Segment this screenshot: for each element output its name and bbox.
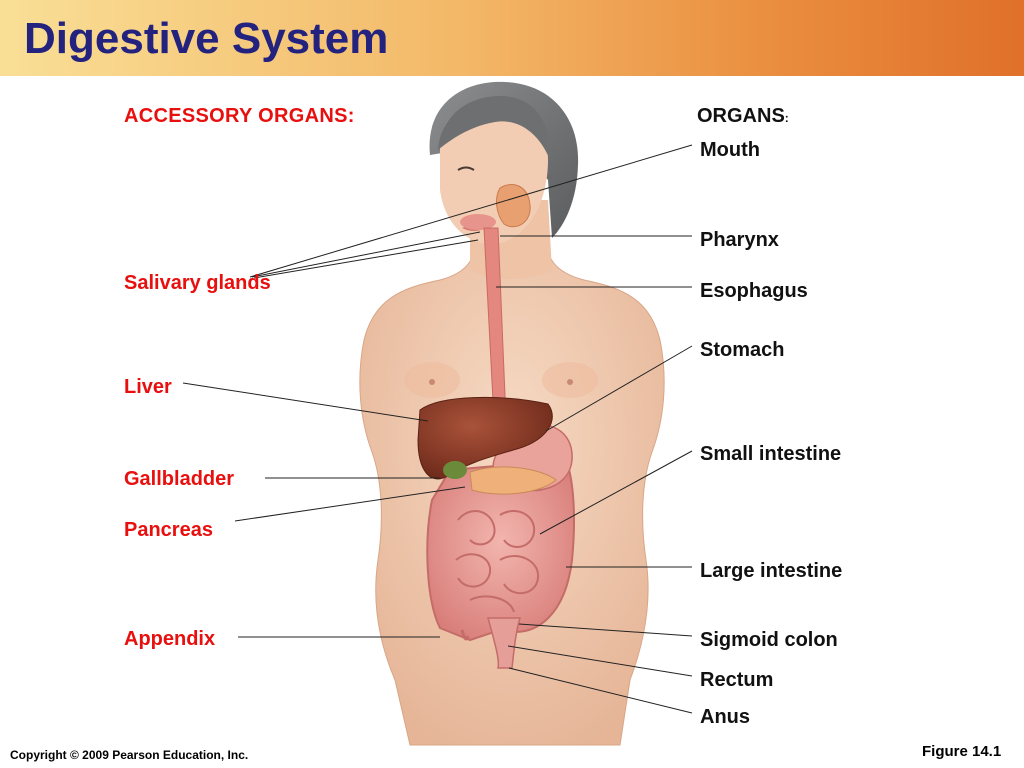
gallbladder: [443, 461, 467, 479]
organs-heading: ORGANS:: [697, 104, 789, 130]
label-esophagus: Esophagus: [700, 280, 808, 302]
organs-heading-colon: :: [784, 111, 789, 125]
salivary-gland: [496, 184, 531, 228]
large-intestine: [426, 458, 575, 642]
label-rectum: Rectum: [700, 669, 774, 691]
copyright-text: Copyright © 2009 Pearson Education, Inc.: [10, 748, 249, 762]
slide-title: Digestive System: [24, 14, 389, 63]
appendix: [460, 629, 470, 641]
label-stomach: Stomach: [700, 339, 785, 361]
accessory-leader-lines: [182, 144, 693, 638]
title-bar: [0, 0, 1024, 76]
label-appendix: Appendix: [124, 628, 216, 650]
eye: [457, 166, 475, 171]
figure-number: Figure 14.1: [922, 743, 1002, 760]
hair-fringe: [438, 96, 551, 160]
label-liver: Liver: [124, 376, 172, 398]
label-pharynx: Pharynx: [700, 229, 779, 251]
organ-leader-lines: [496, 235, 693, 714]
organs-heading-text: ORGANS: [697, 105, 785, 127]
label-large-intestine: Large intestine: [700, 560, 843, 582]
tongue: [460, 214, 496, 230]
label-pancreas: Pancreas: [124, 519, 213, 541]
sigmoid-rectum: [487, 617, 522, 669]
label-sigmoid-colon: Sigmoid colon: [700, 629, 838, 651]
label-mouth: Mouth: [700, 139, 760, 161]
accessory-organs-heading: ACCESSORY ORGANS:: [124, 105, 355, 127]
pancreas: [469, 466, 557, 495]
label-small-intestine: Small intestine: [700, 443, 842, 465]
label-salivary-glands: Salivary glands: [124, 272, 271, 294]
label-anus: Anus: [700, 706, 750, 728]
label-gallbladder: Gallbladder: [124, 468, 235, 490]
small-intestine: [455, 510, 540, 613]
